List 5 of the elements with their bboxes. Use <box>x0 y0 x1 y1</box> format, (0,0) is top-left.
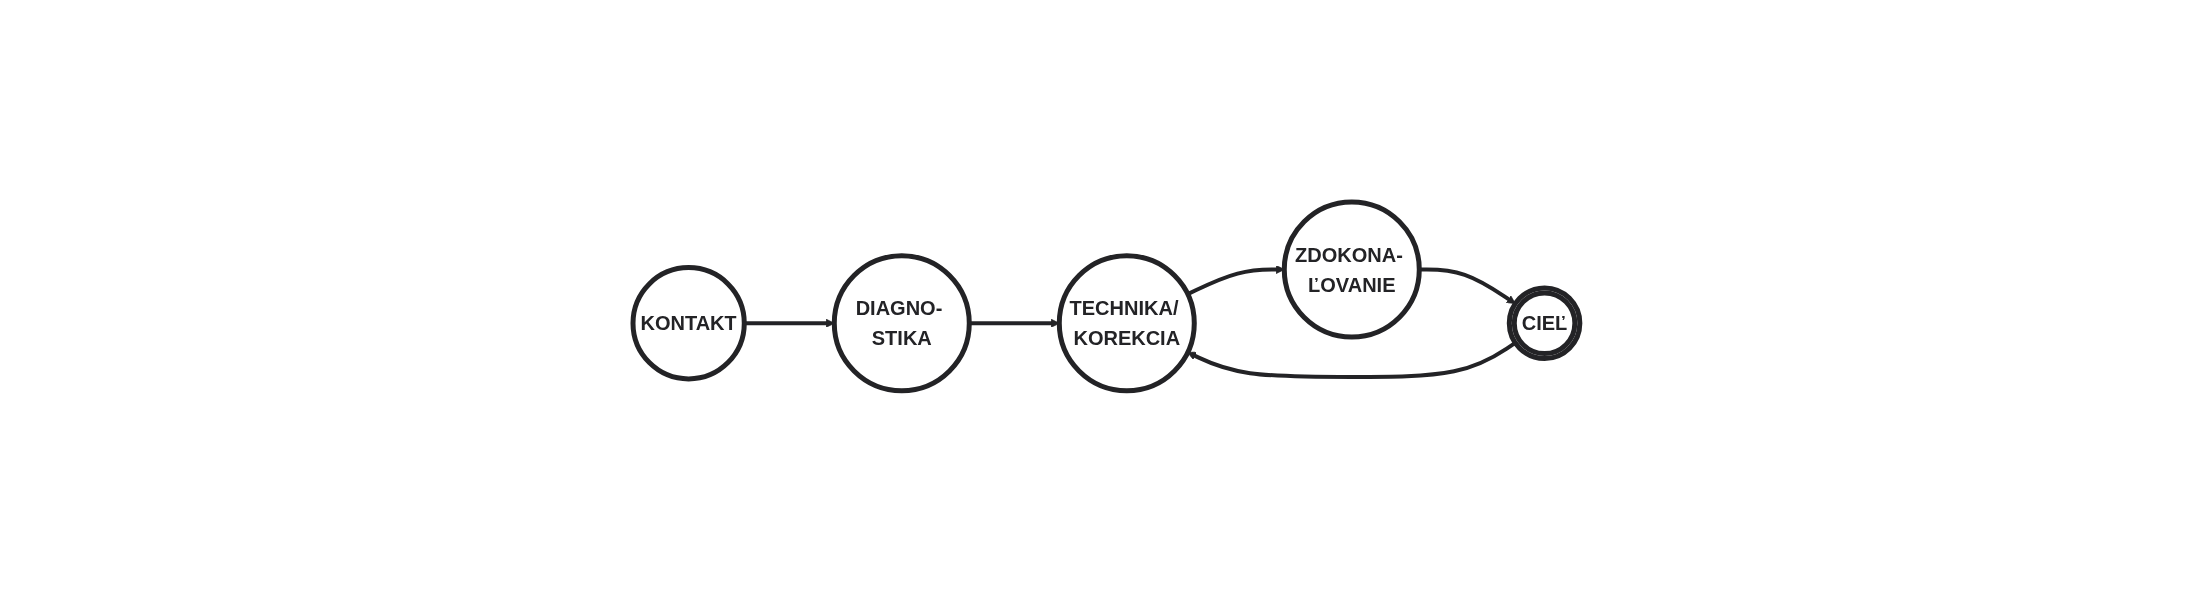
node-circle: DIAGNO- STIKA <box>831 252 972 393</box>
node-circle: KONTAKT <box>630 264 747 381</box>
node-circle: TECHNIKA/ KOREKCIA <box>1056 252 1197 393</box>
node-circle: ZDOKONA- ĽOVANIE <box>1281 199 1422 340</box>
node-circle: CIEĽ <box>1506 285 1582 361</box>
